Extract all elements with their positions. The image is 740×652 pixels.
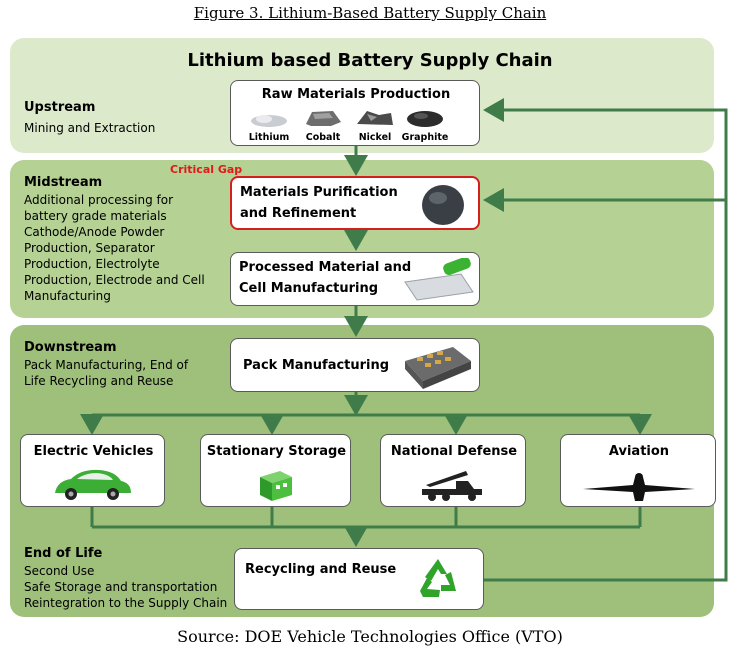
- military-vehicle-icon: [422, 471, 482, 501]
- pack-box: Pack Manufacturing: [230, 338, 480, 392]
- lithium-icon: [251, 115, 287, 127]
- recycling-box: Recycling and Reuse: [234, 548, 484, 610]
- end-of-life-label: End of Life: [24, 546, 103, 561]
- stationary-storage-label: Stationary Storage: [206, 444, 347, 459]
- purification-box: Materials Purification and Refinement: [230, 176, 480, 230]
- powder-icon: [422, 185, 464, 225]
- figure-caption: Figure 3. Lithium-Based Battery Supply C…: [193, 4, 547, 22]
- cell-icon: [404, 258, 474, 301]
- source-caption: Source: DOE Vehicle Technologies Office …: [177, 627, 563, 646]
- feedback-loop: [483, 98, 728, 582]
- battery-pack-icon: [405, 347, 471, 389]
- stationary-storage-box: Stationary Storage: [200, 434, 351, 507]
- nickel-icon: [357, 111, 393, 125]
- processed-label: Processed Material and Cell Manufacturin…: [239, 260, 412, 296]
- end-of-life-desc: Second Use Safe Storage and transportati…: [24, 564, 228, 610]
- upstream-desc: Mining and Extraction: [24, 121, 156, 135]
- lithium-label: Lithium: [248, 132, 290, 143]
- downstream-label: Downstream: [24, 340, 117, 355]
- electric-vehicles-label: Electric Vehicles: [33, 444, 154, 459]
- pack-label: Pack Manufacturing: [243, 358, 390, 373]
- diagram-title: Lithium based Battery Supply Chain: [187, 50, 553, 71]
- cobalt-icon: [306, 111, 341, 126]
- cobalt-label: Cobalt: [305, 132, 341, 143]
- upstream-label: Upstream: [24, 100, 96, 115]
- downstream-desc: Pack Manufacturing, End of Life Recyclin…: [24, 358, 189, 388]
- recycling-label: Recycling and Reuse: [245, 562, 397, 577]
- electric-vehicles-box: Electric Vehicles: [20, 434, 165, 507]
- aviation-label: Aviation: [608, 444, 670, 459]
- graphite-icon: [407, 111, 443, 127]
- midstream-label: Midstream: [24, 175, 103, 190]
- raw-materials-box: Raw Materials Production Lithium Cobalt …: [230, 80, 480, 146]
- midstream-desc: Additional processing for battery grade …: [24, 193, 205, 303]
- nickel-label: Nickel: [358, 132, 392, 143]
- purification-label: Materials Purification and Refinement: [240, 185, 398, 221]
- processed-box: Processed Material and Cell Manufacturin…: [230, 252, 480, 306]
- car-icon: [55, 469, 131, 500]
- recycle-icon: [420, 559, 456, 597]
- storage-icon: [260, 471, 292, 501]
- graphite-label: Graphite: [401, 132, 449, 143]
- raw-materials-label: Raw Materials Production: [261, 87, 451, 102]
- aviation-box: Aviation: [560, 434, 716, 507]
- critical-gap-label: Critical Gap: [170, 163, 243, 176]
- national-defense-label: National Defense: [390, 444, 518, 459]
- airplane-icon: [583, 473, 695, 501]
- national-defense-box: National Defense: [380, 434, 526, 507]
